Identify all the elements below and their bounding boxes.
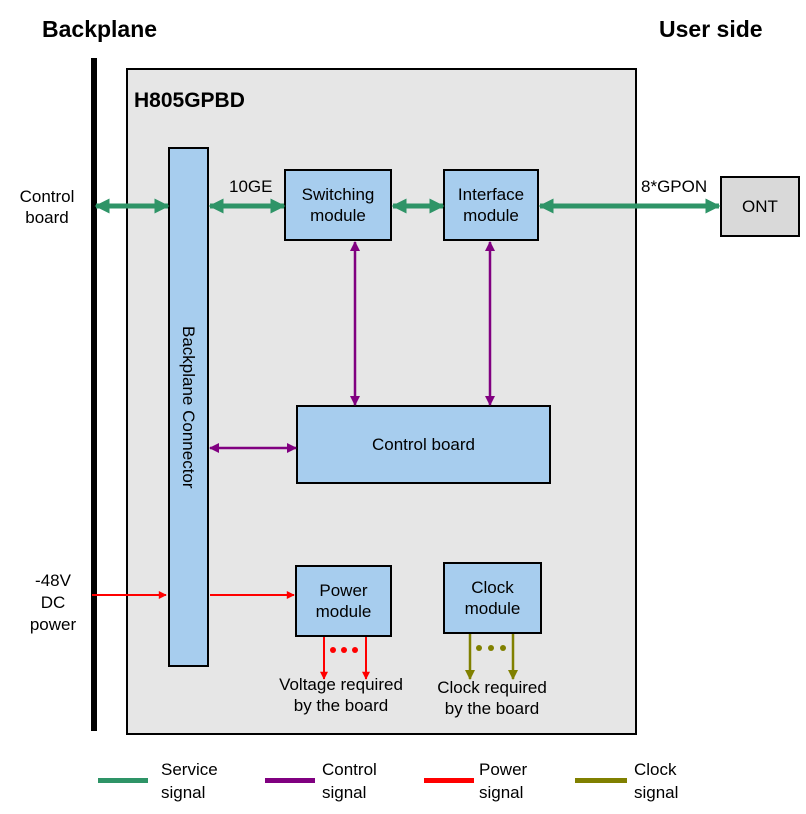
ont-label: ONT xyxy=(742,196,778,216)
label-line: -48V xyxy=(35,571,71,590)
control-board-label: Control board xyxy=(371,435,475,454)
interface-module[interactable]: Interface module xyxy=(443,169,539,241)
label-line: Switching xyxy=(301,185,375,204)
gpon-label: 8*GPON xyxy=(641,177,708,196)
label-line: module xyxy=(463,206,519,225)
backplane-connector[interactable]: Backplane Connector xyxy=(168,147,209,667)
label-line: Voltage required xyxy=(279,675,403,694)
user-side-heading: User side xyxy=(659,16,763,42)
ten-ge-label: 10GE xyxy=(229,177,273,196)
label-line: Power xyxy=(319,581,368,600)
clock-module[interactable]: Clock module xyxy=(443,562,542,634)
backplane-bar xyxy=(91,58,97,731)
power-ellipsis-dot xyxy=(352,647,358,653)
switching-module[interactable]: Switching module xyxy=(284,169,392,241)
backplane-heading: Backplane xyxy=(42,16,158,42)
label-line: Interface xyxy=(457,185,525,204)
label-line: module xyxy=(315,602,372,621)
label-line: DC xyxy=(40,593,66,612)
label-line: Clock required xyxy=(437,678,547,697)
clock-ellipsis-dot xyxy=(500,645,506,651)
label-line: by the board xyxy=(444,699,540,718)
label-line: Control xyxy=(19,187,75,206)
board-title: H805GPBD xyxy=(134,89,245,112)
power-ellipsis-dot xyxy=(330,647,336,653)
control-board-module[interactable]: Control board xyxy=(296,405,551,484)
label-line: by the board xyxy=(293,696,389,715)
label-line: Clock xyxy=(471,578,514,597)
ont-box[interactable]: ONT xyxy=(720,176,800,237)
label-line: board xyxy=(25,208,69,227)
clock-ellipsis-dot xyxy=(476,645,482,651)
label-line: power xyxy=(29,615,77,634)
power-ellipsis-dot xyxy=(341,647,347,653)
clock-output-label: Clock required by the board xyxy=(412,677,572,719)
label-line: module xyxy=(310,206,366,225)
backplane-connector-label: Backplane Connector xyxy=(179,325,198,489)
label-line: module xyxy=(464,599,521,618)
clock-ellipsis-dot xyxy=(488,645,494,651)
external-control-board-label: Control board xyxy=(12,186,82,228)
voltage-output-label: Voltage required by the board xyxy=(256,674,426,716)
power-module[interactable]: Power module xyxy=(295,565,392,637)
dc-power-label: -48V DC power xyxy=(18,570,88,636)
